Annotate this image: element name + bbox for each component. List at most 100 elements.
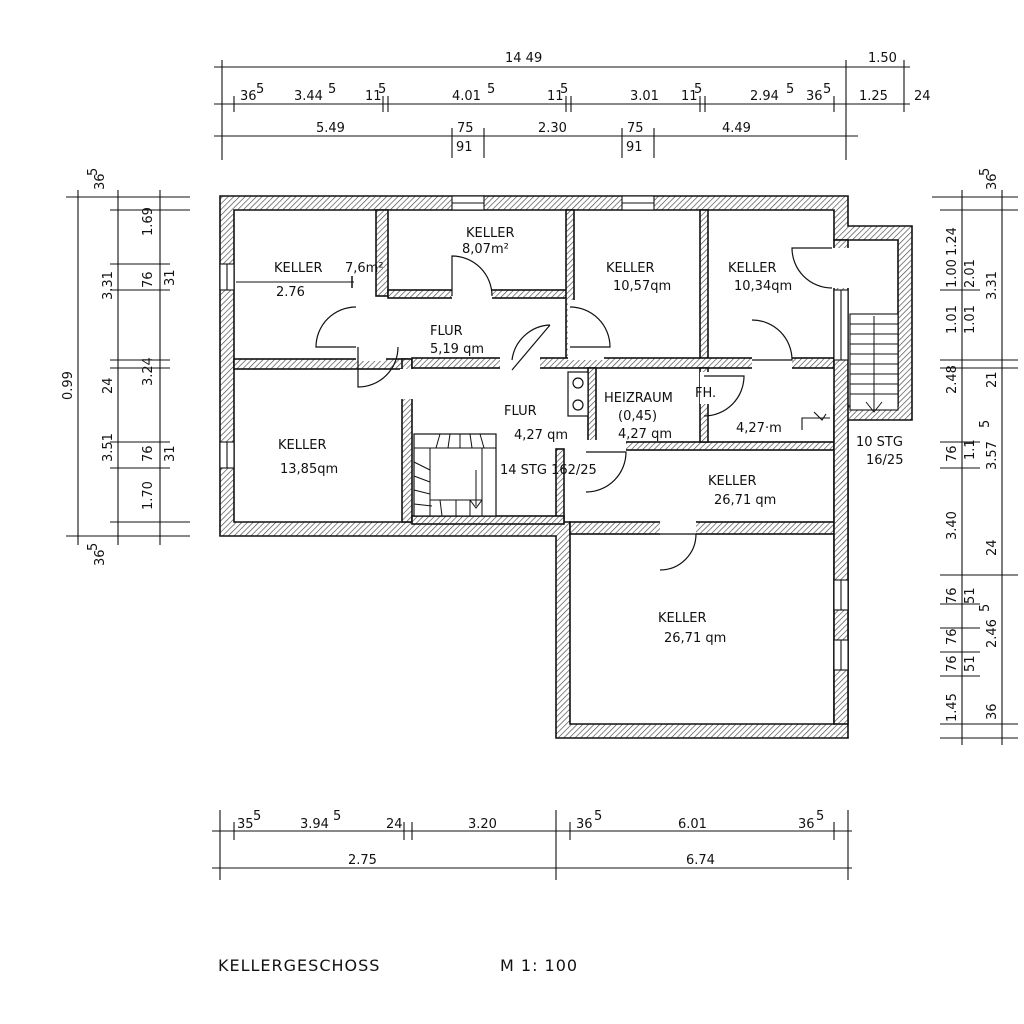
dim-top-seg: 36 (240, 89, 257, 104)
dim-right-seg: 76 (945, 655, 960, 672)
dim-right-top: 36 (985, 173, 1000, 190)
dim-right-seg: 1.01 (945, 305, 960, 334)
stair-ratio: 16/25 (866, 453, 903, 468)
room-name: FH. (695, 386, 716, 401)
dim-bottom-sup: 5 (333, 809, 341, 824)
room-name: KELLER (606, 261, 654, 276)
dim-bottom-seg: 2.75 (348, 853, 377, 868)
dim-top-seg: 11 (365, 89, 382, 104)
dim-top-sup: 5 (823, 82, 831, 97)
left-dimensions (66, 190, 190, 545)
drawing-scale: M 1: 100 (500, 956, 578, 975)
dim-top-sup: 5 (328, 82, 336, 97)
dim-top-seg: 36 (806, 89, 823, 104)
dim-top-seg: 5.49 (316, 121, 345, 136)
dim-top-sup: 5 (786, 82, 794, 97)
room-area: 7,6m² (345, 261, 384, 276)
dim-top-seg: 11 (547, 89, 564, 104)
dim-bottom-sup: 5 (594, 809, 602, 824)
dim-left-seg: 1.70 (141, 481, 156, 510)
dim-top-sup: 5 (694, 82, 702, 97)
dim-left-seg: 3.31 (101, 271, 116, 300)
room-area: 26,71 qm (664, 631, 726, 646)
dim-right-seg: 2.01 (963, 259, 978, 288)
dim-bottom-seg: 35 (237, 817, 254, 832)
dim-left-seg: 76 (141, 271, 156, 288)
dim-left-seg: 31 (163, 445, 178, 462)
room-name: HEIZRAUM (604, 391, 673, 406)
dim-stair-width: 1.50 (868, 51, 897, 66)
dim-top-seg: 2.30 (538, 121, 567, 136)
dim-top-seg: 2.94 (750, 89, 779, 104)
dim-left-seg: 3.24 (141, 357, 156, 386)
dim-bottom-sup: 5 (816, 809, 824, 824)
room-area: 8,07m² (462, 242, 509, 257)
dim-left-seg: 24 (101, 377, 116, 394)
room-area: 26,71 qm (714, 493, 776, 508)
drawing-title: KELLERGESCHOSS (218, 956, 380, 975)
dim-top-sup: 5 (560, 82, 568, 97)
dim-bottom-seg: 6.74 (686, 853, 715, 868)
dim-top-sup: 5 (378, 82, 386, 97)
dim-bottom-seg: 6.01 (678, 817, 707, 832)
dim-left-overall: 0.99 (61, 371, 76, 400)
room-name: KELLER (658, 611, 706, 626)
room-area: 13,85qm (280, 462, 338, 477)
dim-right-seg: 3.40 (945, 511, 960, 540)
room-area: 4,27 qm (618, 427, 672, 442)
dim-top-seg: 11 (681, 89, 698, 104)
room-area: 4,27 qm (514, 428, 568, 443)
dim-top-sup: 5 (256, 82, 264, 97)
dim-bottom-seg: 3.94 (300, 817, 329, 832)
room-area: 5,19 qm (430, 342, 484, 357)
room-area: 4,27·m (736, 421, 782, 436)
dim-right-seg: 1.1 (963, 439, 978, 460)
dim-bottom-seg: 36 (798, 817, 815, 832)
dim-top-seg: 4.01 (452, 89, 481, 104)
room-name: KELLER (274, 261, 322, 276)
dim-right-sup: 5 (978, 604, 993, 612)
dim-right-seg: 3.31 (985, 271, 1000, 300)
stair-count: 10 STG (856, 435, 903, 450)
room-area: 10,57qm (613, 279, 671, 294)
dim-bottom-seg: 24 (386, 817, 403, 832)
dim-right-seg: 2.46 (985, 619, 1000, 648)
inner-staircase (413, 433, 497, 517)
dim-right-seg: 76 (945, 628, 960, 645)
room-area: 10,34qm (734, 279, 792, 294)
room-extra: (0,45) (618, 409, 657, 424)
dim-top-seg: 1.25 (859, 89, 888, 104)
dim-bottom-sup: 5 (253, 809, 261, 824)
dim-right-seg: 1.24 (945, 227, 960, 256)
dim-top-seg: 75 (457, 121, 474, 136)
dim-right-seg: 3.57 (985, 441, 1000, 470)
dim-left-top: 36 (93, 173, 108, 190)
dim-top-seg: 3.01 (630, 89, 659, 104)
room-name: KELLER (466, 226, 514, 241)
dim-right-seg: 1.00 (945, 259, 960, 288)
dim-top-seg: 75 (627, 121, 644, 136)
dim-right-seg: 21 (985, 371, 1000, 388)
windows (219, 195, 849, 671)
outer-staircase (849, 313, 899, 413)
room-extra: 2.76 (276, 285, 305, 300)
room-name: FLUR (430, 324, 463, 339)
dim-right-seg: 24 (985, 539, 1000, 556)
dim-left-bottom: 36 (93, 549, 108, 566)
dim-bottom-seg: 36 (576, 817, 593, 832)
dim-right-seg: 2.48 (945, 365, 960, 394)
dim-right-sup: 5 (978, 420, 993, 428)
door-swings (315, 247, 833, 571)
dim-top-sup: 5 (487, 82, 495, 97)
dim-right-seg: 76 (945, 587, 960, 604)
room-name: KELLER (708, 474, 756, 489)
right-dimensions (932, 190, 1018, 745)
dim-overall-width: 14 49 (505, 51, 542, 66)
dim-right-seg: 51 (963, 655, 978, 672)
room-name: FLUR (504, 404, 537, 419)
dim-left-seg: 1.69 (141, 207, 156, 236)
tank-symbol (801, 411, 830, 430)
dim-top-seg: 91 (626, 140, 643, 155)
dim-bottom-seg: 3.20 (468, 817, 497, 832)
